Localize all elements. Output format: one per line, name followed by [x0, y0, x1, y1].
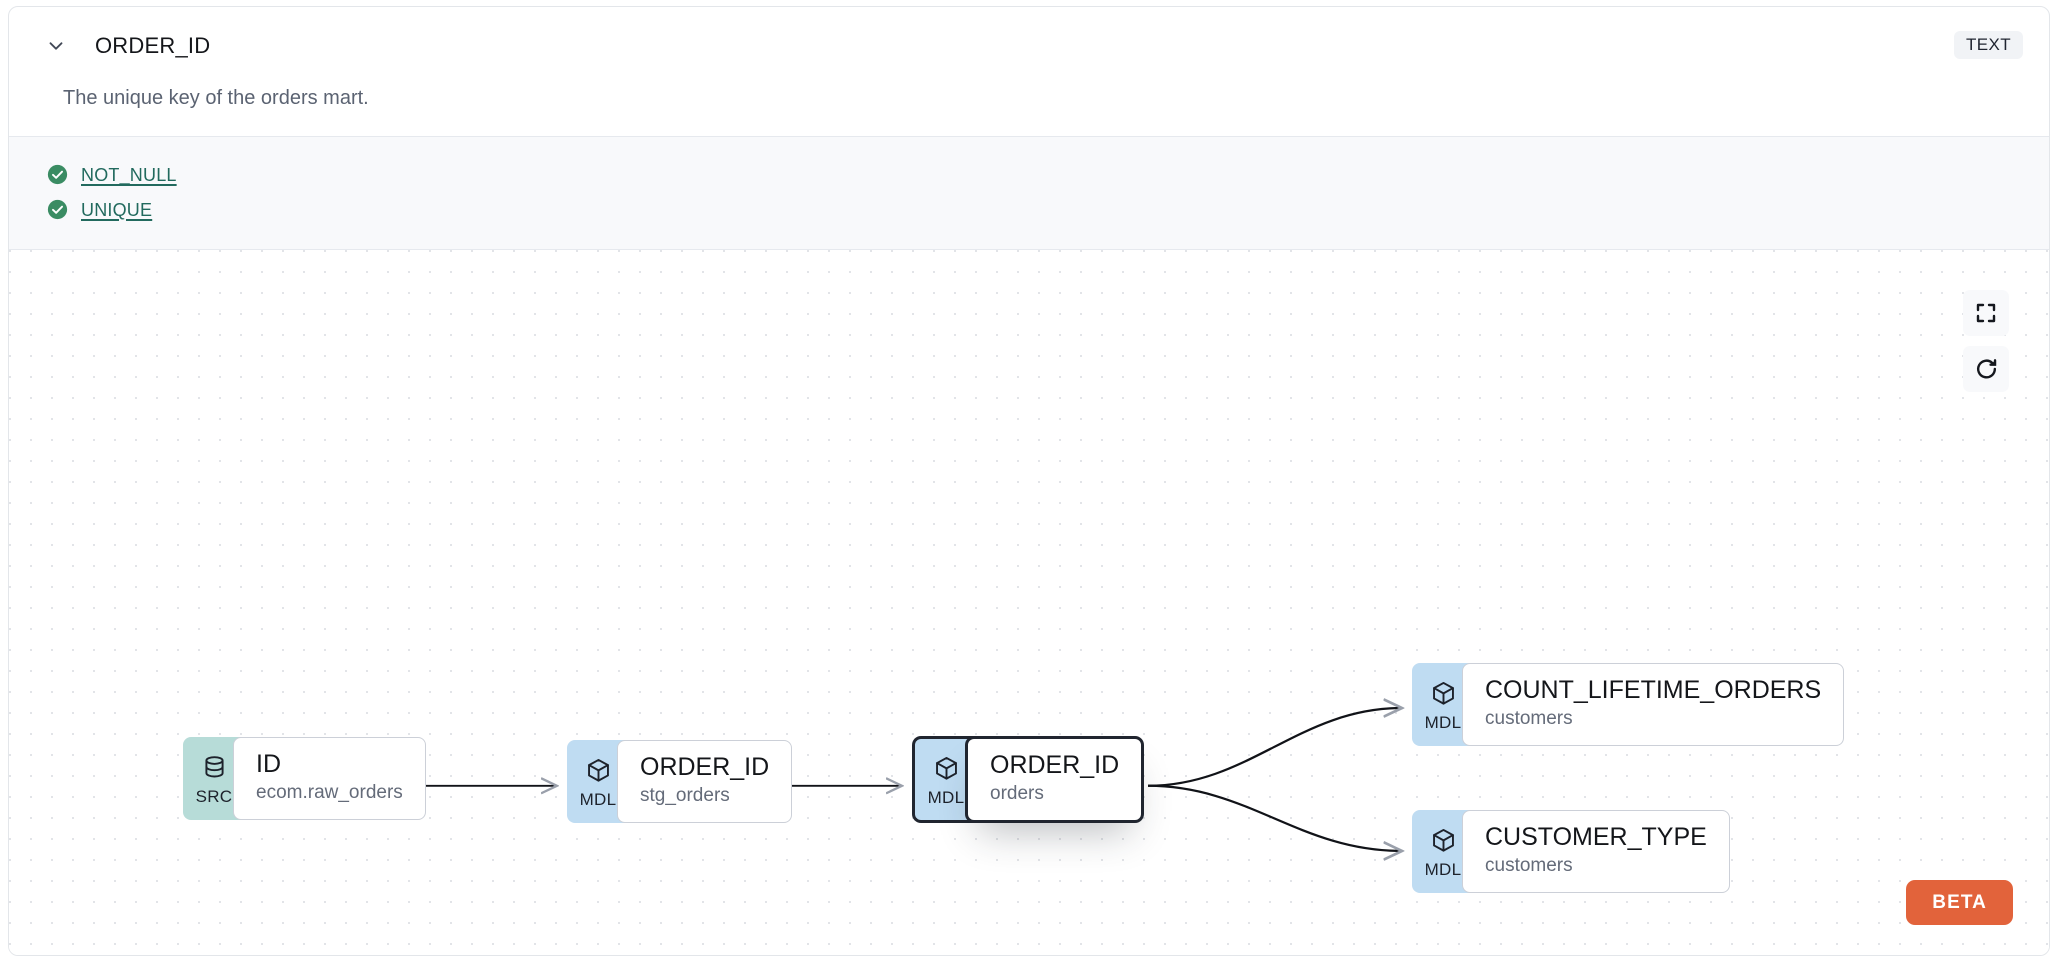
column-detail-card: ORDER_ID TEXT The unique key of the orde… [8, 6, 2050, 956]
card-header: ORDER_ID TEXT The unique key of the orde… [9, 7, 2049, 112]
node-subtitle: stg_orders [640, 784, 730, 806]
node-badge-label: MDL [1424, 859, 1462, 879]
node-badge-label: MDL [927, 787, 965, 807]
fullscreen-icon [1974, 301, 1998, 325]
test-link-unique[interactable]: UNIQUE [81, 199, 153, 220]
node-subtitle: orders [990, 782, 1044, 804]
test-link-not-null[interactable]: NOT_NULL [81, 164, 177, 185]
column-description: The unique key of the orders mart. [63, 87, 369, 109]
lineage-node-customer-type[interactable]: MDL CUSTOMER_TYPE customers [1412, 810, 1730, 893]
lineage-node-orders-selected[interactable]: MDL ORDER_ID orders [912, 736, 1145, 823]
node-subtitle: customers [1485, 854, 1573, 876]
node-body: CUSTOMER_TYPE customers [1462, 810, 1730, 893]
node-body: ORDER_ID stg_orders [617, 740, 793, 823]
edge-orders-to-customer-type [1147, 784, 1402, 851]
fit-view-button[interactable] [1963, 290, 2009, 336]
node-badge-label: MDL [1424, 712, 1462, 732]
node-subtitle: ecom.raw_orders [256, 781, 403, 803]
node-body: ORDER_ID orders [965, 736, 1145, 823]
beta-badge[interactable]: BETA [1906, 880, 2013, 925]
check-circle-icon [47, 199, 68, 220]
tests-section: NOT_NULL UNIQUE [9, 136, 2049, 250]
database-icon [201, 754, 228, 786]
node-name: ID [256, 750, 281, 778]
node-badge-label: SRC [195, 786, 233, 806]
canvas-controls [1963, 290, 2009, 392]
check-circle-icon [47, 164, 68, 185]
node-body: COUNT_LIFETIME_ORDERS customers [1462, 663, 1845, 746]
cube-icon [933, 755, 960, 787]
node-name: ORDER_ID [640, 753, 770, 781]
refresh-icon [1974, 357, 1999, 382]
node-subtitle: customers [1485, 707, 1573, 729]
node-name: COUNT_LIFETIME_ORDERS [1485, 676, 1822, 704]
data-type-badge: TEXT [1953, 31, 2023, 59]
node-name: ORDER_ID [990, 751, 1120, 779]
lineage-canvas[interactable]: SRC ID ecom.raw_orders [9, 250, 2049, 955]
collapse-toggle-button[interactable] [39, 29, 73, 63]
lineage-edges [354, 250, 2049, 955]
node-body: ID ecom.raw_orders [233, 737, 426, 820]
lineage-node-stg-orders[interactable]: MDL ORDER_ID stg_orders [567, 740, 793, 823]
cube-icon [1430, 680, 1457, 712]
header-row: ORDER_ID [35, 29, 2023, 63]
reset-button[interactable] [1963, 346, 2009, 392]
node-badge-label: MDL [579, 789, 617, 809]
test-row: UNIQUE [9, 192, 2049, 227]
node-name: CUSTOMER_TYPE [1485, 823, 1707, 851]
test-row: NOT_NULL [9, 157, 2049, 192]
page-title: ORDER_ID [95, 33, 211, 58]
cube-icon [1430, 827, 1457, 859]
lineage-node-count-lifetime-orders[interactable]: MDL COUNT_LIFETIME_ORDERS customers [1412, 663, 1845, 746]
cube-icon [585, 757, 612, 789]
lineage-node-id[interactable]: SRC ID ecom.raw_orders [183, 737, 426, 820]
edge-orders-to-count-lifetime-orders [1147, 708, 1402, 787]
chevron-down-icon [45, 35, 67, 57]
